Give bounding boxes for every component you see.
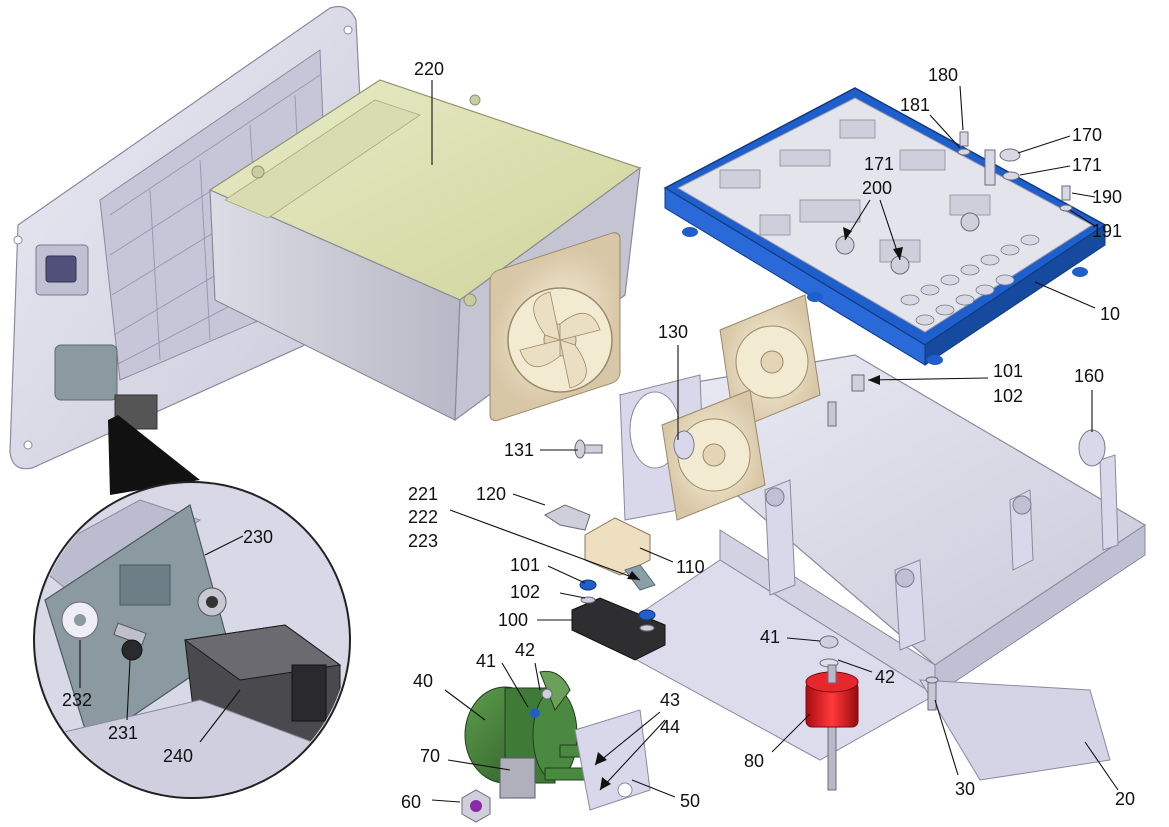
nut-41-washer-42 <box>819 635 839 668</box>
power-supply-unit <box>208 79 642 422</box>
cooling-fans <box>661 294 821 521</box>
label-170: 170 <box>1072 125 1102 145</box>
label-171-right: 171 <box>1072 155 1102 175</box>
label-220: 220 <box>414 59 444 79</box>
label-232: 232 <box>62 690 92 710</box>
label-221: 221 <box>408 484 438 504</box>
label-120: 120 <box>476 484 506 504</box>
label-160: 160 <box>1074 366 1104 386</box>
leader-arrows <box>595 227 903 790</box>
label-20: 20 <box>1115 789 1135 809</box>
label-101-left: 101 <box>510 555 540 575</box>
screw-131 <box>574 439 603 459</box>
screw-30 <box>925 676 939 711</box>
label-101-right: 101 <box>993 361 1023 381</box>
switch-bracket <box>54 344 118 401</box>
label-102-left: 102 <box>510 582 540 602</box>
label-80: 80 <box>744 751 764 771</box>
control-board-assembly <box>663 87 1107 366</box>
label-223: 223 <box>408 531 438 551</box>
base-flange <box>919 679 1111 781</box>
label-222: 222 <box>408 507 438 527</box>
solenoid-body-70 <box>499 757 536 799</box>
detail-callout <box>33 415 351 799</box>
label-40: 40 <box>413 671 433 691</box>
valve-bracket-50 <box>574 709 651 811</box>
label-240: 240 <box>163 746 193 766</box>
label-100: 100 <box>498 610 528 630</box>
label-180: 180 <box>928 65 958 85</box>
solenoid-valve-40 <box>464 670 651 811</box>
relay-mount-100 <box>571 564 666 735</box>
standoff-101 <box>827 374 865 427</box>
screw-231 <box>113 622 147 646</box>
label-190: 190 <box>1092 187 1122 207</box>
label-191: 191 <box>1092 221 1122 241</box>
label-42-left: 42 <box>515 640 535 660</box>
label-102-right: 102 <box>993 386 1023 406</box>
label-44: 44 <box>660 717 680 737</box>
label-110: 110 <box>676 557 705 577</box>
part-labels: 220 180 181 170 171 171 200 190 191 10 1… <box>62 59 1135 812</box>
fuse-holder-120 <box>544 504 591 531</box>
vibration-mount-80 <box>805 664 859 791</box>
label-231: 231 <box>108 723 138 743</box>
label-50: 50 <box>680 791 700 811</box>
label-171-top: 171 <box>864 154 894 174</box>
label-200: 200 <box>862 178 892 198</box>
label-10: 10 <box>1100 304 1120 324</box>
label-41-right: 41 <box>760 627 780 647</box>
label-30: 30 <box>955 779 975 799</box>
nut-60 <box>461 789 491 823</box>
label-131: 131 <box>504 440 534 460</box>
label-42-right: 42 <box>875 667 895 687</box>
label-130: 130 <box>658 322 688 342</box>
label-41-left: 41 <box>476 651 496 671</box>
label-60: 60 <box>401 792 421 812</box>
label-230: 230 <box>243 527 273 547</box>
label-70: 70 <box>420 746 440 766</box>
label-43: 43 <box>660 690 680 710</box>
detail-pointer <box>108 415 200 495</box>
label-181: 181 <box>900 95 930 115</box>
